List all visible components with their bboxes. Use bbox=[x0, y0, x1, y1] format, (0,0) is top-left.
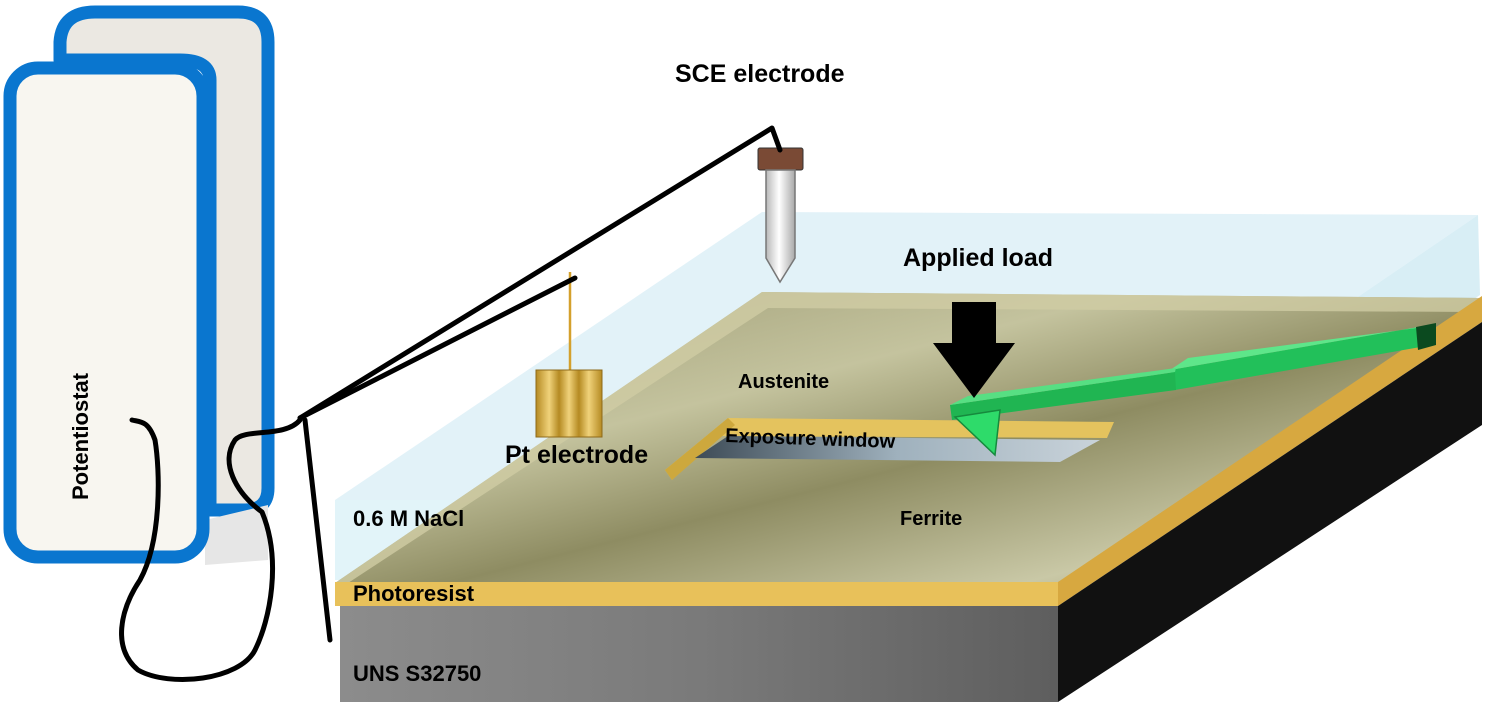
cantilever-beam-near bbox=[950, 372, 1176, 420]
pt-electrode bbox=[535, 272, 603, 438]
cantilever-beam-far bbox=[1170, 325, 1432, 390]
nacl-label: 0.6 M NaCl bbox=[353, 506, 464, 531]
cables bbox=[119, 125, 783, 682]
pt-electrode-label: Pt electrode bbox=[505, 441, 648, 469]
potentiostat-label: Potentiostat bbox=[68, 372, 93, 500]
potentiostat-back-panel bbox=[53, 5, 275, 517]
substrate-label: UNS S32750 bbox=[353, 661, 481, 686]
window-frame-left bbox=[665, 418, 735, 480]
exposure-window bbox=[665, 418, 1114, 480]
substrate-front bbox=[340, 606, 1058, 702]
cantilever-tip bbox=[953, 409, 1001, 457]
sce-body bbox=[765, 169, 796, 284]
power-cable bbox=[119, 417, 303, 682]
ferrite-label: Ferrite bbox=[900, 508, 962, 530]
potentiostat-front-panel bbox=[3, 61, 210, 564]
sce-cable bbox=[297, 125, 783, 421]
window-opening bbox=[695, 436, 1100, 462]
window-frame-top bbox=[665, 418, 1114, 480]
pt-cable bbox=[297, 275, 578, 421]
pt-electrode-mesh bbox=[535, 369, 603, 438]
cantilever-end-cap bbox=[1416, 323, 1436, 350]
austenite-label: Austenite bbox=[738, 371, 829, 393]
sample-top-edge bbox=[335, 292, 1482, 585]
substrate-side bbox=[1058, 322, 1482, 702]
photoresist-label: Photoresist bbox=[353, 581, 475, 606]
sce-electrode-label: SCE electrode bbox=[675, 60, 845, 88]
reference-cable bbox=[302, 417, 333, 643]
applied-load-label: Applied load bbox=[903, 244, 1053, 272]
potentiostat: Potentiostat bbox=[3, 5, 275, 565]
photoresist-layer bbox=[335, 582, 1058, 606]
photoresist-side bbox=[1058, 296, 1482, 606]
sce-electrode bbox=[757, 147, 804, 284]
potentiostat-shadow bbox=[205, 505, 268, 565]
cantilever bbox=[950, 323, 1436, 457]
applied-load-arrow bbox=[933, 302, 1015, 398]
cantilever-beam-near-top bbox=[950, 368, 1176, 405]
